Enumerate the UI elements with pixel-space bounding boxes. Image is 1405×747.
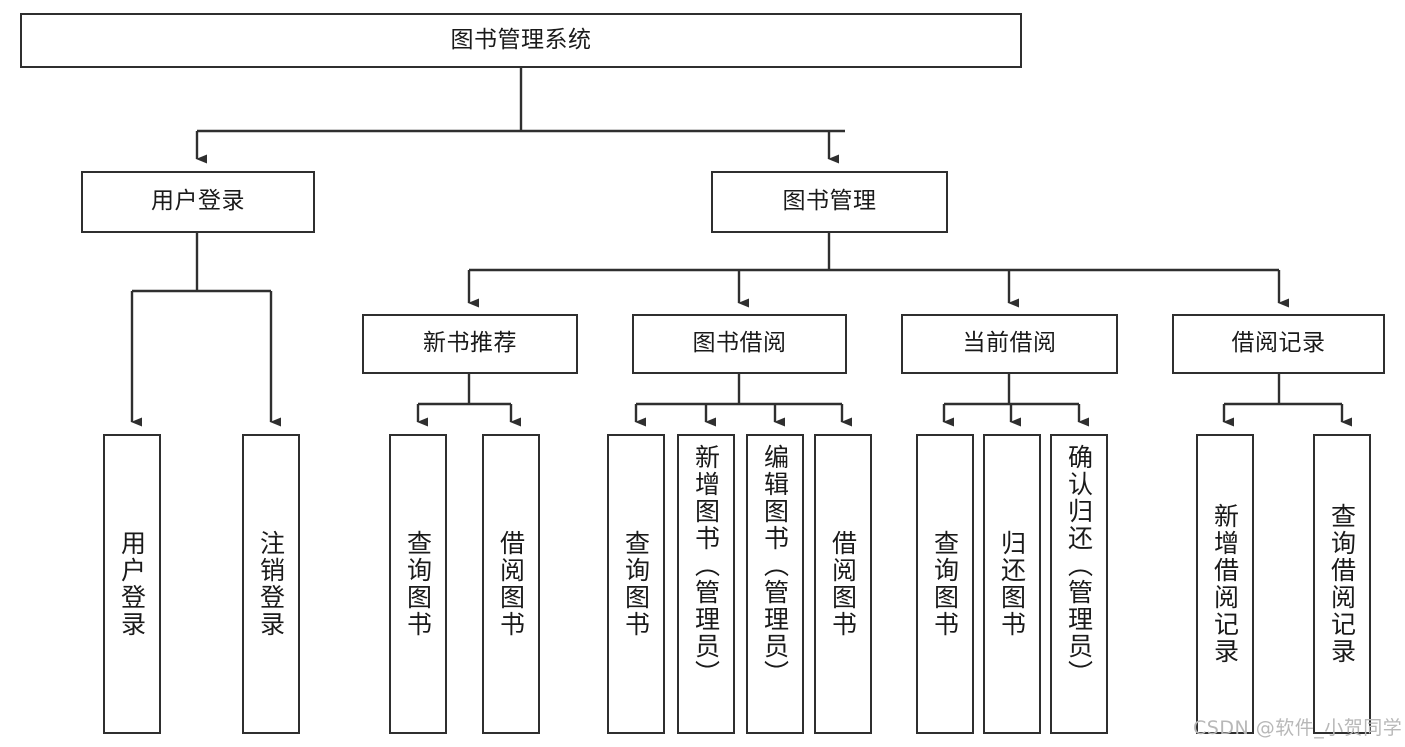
node-root-label: 图书管理系统 [450, 26, 592, 53]
node-root[interactable]: 图书管理系统 [20, 13, 1022, 68]
node-leaf-logout-login-label: 注销登录 [256, 530, 286, 638]
node-leaf-return-book-label: 归还图书 [997, 530, 1027, 638]
node-user-login-label: 用户登录 [151, 188, 245, 215]
csdn-watermark: CSDN @软件_小贺同学 [1193, 717, 1403, 739]
node-new-book-recommend[interactable]: 新书推荐 [362, 314, 578, 374]
node-leaf-query-book-3-label: 查询图书 [930, 530, 960, 638]
node-borrow-record-label: 借阅记录 [1231, 330, 1326, 357]
node-leaf-borrow-book-2-label: 借阅图书 [828, 530, 858, 638]
node-book-borrow-label: 图书借阅 [692, 330, 787, 357]
node-leaf-borrow-book-1[interactable]: 借阅图书 [482, 434, 540, 734]
node-book-management[interactable]: 图书管理 [711, 171, 948, 233]
node-leaf-borrow-book-1-label: 借阅图书 [496, 530, 526, 638]
node-user-login[interactable]: 用户登录 [81, 171, 315, 233]
node-book-management-label: 图书管理 [782, 188, 877, 215]
node-leaf-query-borrow-record-label: 查询借阅记录 [1327, 503, 1357, 665]
node-borrow-record[interactable]: 借阅记录 [1172, 314, 1385, 374]
node-new-book-recommend-label: 新书推荐 [423, 330, 517, 357]
node-leaf-query-book-1-label: 查询图书 [403, 530, 433, 638]
node-leaf-add-book-admin[interactable]: 新增图书（管理员） [677, 434, 735, 734]
node-leaf-return-book[interactable]: 归还图书 [983, 434, 1041, 734]
node-leaf-add-book-admin-label: 新增图书（管理员） [691, 444, 721, 687]
node-leaf-query-borrow-record[interactable]: 查询借阅记录 [1313, 434, 1371, 734]
node-leaf-user-login-label: 用户登录 [117, 530, 147, 638]
node-leaf-confirm-return-admin-label: 确认归还（管理员） [1064, 444, 1094, 687]
node-leaf-edit-book-admin[interactable]: 编辑图书（管理员） [746, 434, 804, 734]
node-current-borrow[interactable]: 当前借阅 [901, 314, 1118, 374]
node-leaf-query-book-2-label: 查询图书 [621, 530, 651, 638]
node-leaf-user-login[interactable]: 用户登录 [103, 434, 161, 734]
node-current-borrow-label: 当前借阅 [962, 330, 1057, 357]
node-leaf-confirm-return-admin[interactable]: 确认归还（管理员） [1050, 434, 1108, 734]
node-leaf-query-book-2[interactable]: 查询图书 [607, 434, 665, 734]
node-leaf-add-borrow-record-label: 新增借阅记录 [1210, 503, 1240, 665]
node-book-borrow[interactable]: 图书借阅 [632, 314, 847, 374]
node-leaf-logout-login[interactable]: 注销登录 [242, 434, 300, 734]
node-leaf-query-book-1[interactable]: 查询图书 [389, 434, 447, 734]
node-leaf-edit-book-admin-label: 编辑图书（管理员） [760, 444, 790, 687]
node-leaf-query-book-3[interactable]: 查询图书 [916, 434, 974, 734]
node-leaf-borrow-book-2[interactable]: 借阅图书 [814, 434, 872, 734]
node-leaf-add-borrow-record[interactable]: 新增借阅记录 [1196, 434, 1254, 734]
